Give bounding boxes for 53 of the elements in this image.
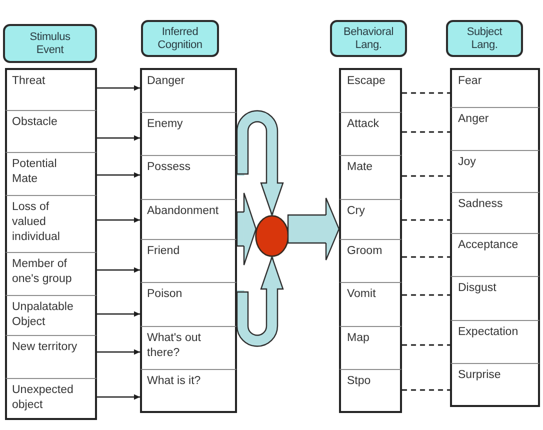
table-cell: Unpalatable Object xyxy=(5,295,97,335)
table-cell: What is it? xyxy=(140,369,237,413)
dashed-line xyxy=(402,389,450,391)
table-cell: Potential Mate xyxy=(5,152,97,195)
table-cell: Acceptance xyxy=(450,233,540,276)
dashed-line xyxy=(402,219,450,221)
table-cell: Anger xyxy=(450,107,540,150)
dashed-line xyxy=(402,92,450,94)
table-cell: Obstacle xyxy=(5,110,97,152)
dashed-line xyxy=(402,294,450,296)
table-cell: Vomit xyxy=(339,282,402,326)
table-cell: What's out there? xyxy=(140,326,237,369)
dashed-line xyxy=(402,256,450,258)
arrow xyxy=(97,394,140,400)
column-header: Behavioral Lang. xyxy=(330,20,407,57)
dashed-line xyxy=(402,344,450,346)
table-cell: Sadness xyxy=(450,192,540,233)
table-cell: Attack xyxy=(339,112,402,155)
arrow xyxy=(97,135,140,141)
arrow xyxy=(97,311,140,317)
dashed-line xyxy=(402,131,450,133)
arrow xyxy=(97,349,140,355)
arrow xyxy=(97,217,140,223)
table-cell: Stpo xyxy=(339,369,402,413)
table-cell: Expectation xyxy=(450,320,540,363)
table-cell: New territory xyxy=(5,335,97,378)
arrow xyxy=(97,172,140,178)
table-cell: Possess xyxy=(140,155,237,199)
column-header: Inferred Cognition xyxy=(141,20,219,57)
table-cell: Loss of valued individual xyxy=(5,195,97,252)
table-cell: Mate xyxy=(339,155,402,199)
table-cell: Map xyxy=(339,326,402,369)
table-cell: Enemy xyxy=(140,112,237,155)
table-cell: Member of one's group xyxy=(5,252,97,295)
table-cell: Surprise xyxy=(450,363,540,407)
table-cell: Disgust xyxy=(450,276,540,320)
table-cell: Escape xyxy=(339,68,402,112)
table-cell: Unexpected object xyxy=(5,378,97,420)
table-cell: Groom xyxy=(339,239,402,282)
table-cell: Friend xyxy=(140,239,237,282)
column-header: Subject Lang. xyxy=(446,20,523,57)
table-cell: Danger xyxy=(140,68,237,112)
table-cell: Abandonment xyxy=(140,199,237,239)
table-cell: Fear xyxy=(450,68,540,107)
hub-circle xyxy=(255,215,289,257)
arrow xyxy=(97,85,140,91)
column-header: Stimulus Event xyxy=(3,24,97,63)
table-cell: Poison xyxy=(140,282,237,326)
arrow xyxy=(97,267,140,273)
table-cell: Joy xyxy=(450,150,540,192)
table-cell: Threat xyxy=(5,68,97,110)
table-cell: Cry xyxy=(339,199,402,239)
dashed-line xyxy=(402,175,450,177)
